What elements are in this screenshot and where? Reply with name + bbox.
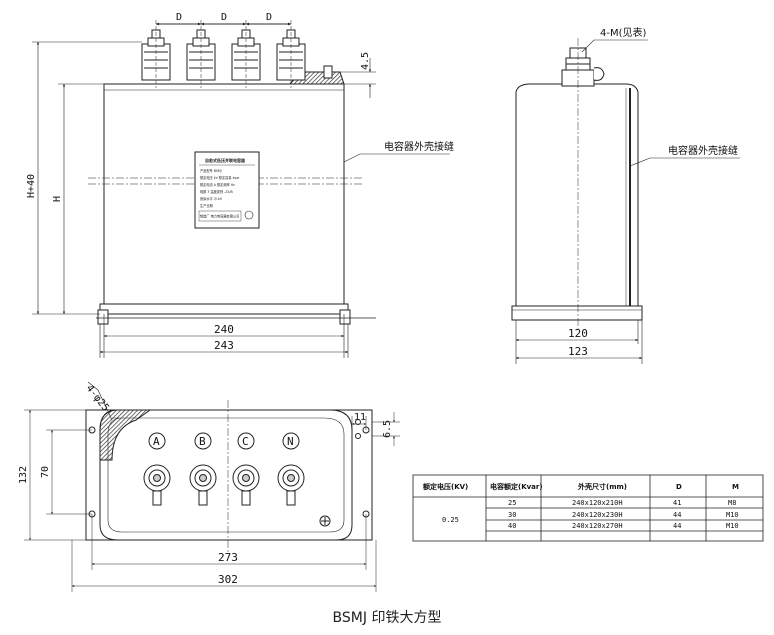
- table-row-2-d: 44: [673, 511, 681, 519]
- table-header-m: M: [732, 483, 739, 491]
- table-header-d: D: [676, 483, 682, 491]
- table-row-3-m: M10: [726, 522, 739, 530]
- nameplate-line-5: 绝缘水平 3/-kV: [200, 196, 223, 201]
- nameplate-line-3: 额定电流 A 额定频率 Hz: [200, 182, 235, 187]
- pitch-label-3: D: [266, 12, 272, 23]
- nameplate-line-7: 制造厂 电力电容器有限公司: [200, 214, 239, 219]
- front-terminal-3: [231, 20, 261, 88]
- front-width-inner-label: 240: [214, 323, 234, 336]
- certification-mark-icon: [244, 210, 254, 220]
- side-width-inner-label: 120: [568, 327, 588, 340]
- height-label: H: [52, 196, 63, 202]
- top-terminal-n: [277, 464, 305, 506]
- front-view: [32, 20, 450, 358]
- phase-label-a: A: [153, 435, 160, 448]
- phase-marker-a: [148, 432, 166, 450]
- front-ground-lug: [323, 65, 333, 79]
- phase-marker-b: [194, 432, 212, 450]
- table-row-1-capacity: 25: [508, 499, 516, 507]
- terminal-gap-label: 4.5: [360, 52, 371, 70]
- top-height-outer-label: 132: [18, 466, 29, 484]
- phase-label-n: N: [287, 435, 294, 448]
- front-seam-label: 电容器外壳接缝: [384, 140, 454, 153]
- table-row-3-capacity: 40: [508, 522, 516, 530]
- top-width-inner-label: 273: [218, 551, 238, 564]
- side-terminal-label: 4-M(见表): [600, 26, 647, 39]
- ground-symbol-icon: [319, 515, 331, 527]
- height-outer-label: H+40: [26, 174, 37, 198]
- top-view: [24, 381, 400, 592]
- table-row-1-m: M8: [728, 499, 736, 507]
- table-row-2-m: M10: [726, 511, 739, 519]
- table-row-1-d: 41: [673, 499, 681, 507]
- table-row-3-size: 240x120x270H: [572, 522, 623, 530]
- side-base-plate: [511, 305, 643, 321]
- top-terminal-a: [143, 464, 171, 506]
- spec-table: [412, 474, 764, 542]
- top-terminal-b: [189, 464, 217, 506]
- table-header-capacity: 电容额定(Kvar): [490, 482, 543, 491]
- top-height-inner-label: 70: [40, 466, 51, 478]
- side-width-outer-label: 123: [568, 345, 588, 358]
- nameplate-line-4: 相数 3 温度类别 -25/B: [200, 189, 233, 194]
- table-row-2-capacity: 30: [508, 511, 516, 519]
- phase-label-b: B: [199, 435, 206, 448]
- table-rated-voltage: 0.25: [442, 516, 459, 524]
- side-terminal: [561, 47, 605, 87]
- top-corner-hatch: [99, 409, 152, 461]
- top-width-outer-label: 302: [218, 573, 238, 586]
- phase-label-c: C: [242, 435, 249, 448]
- nameplate-line-1: 产品型号 BSMJ: [200, 168, 222, 173]
- side-seam-label: 电容器外壳接缝: [668, 144, 738, 157]
- nameplate: 自愈式低压并联电容器 产品型号 BSMJ 额定电压 kV 额定容量 kvar 额…: [194, 151, 260, 229]
- table-row-2-size: 240x120x230H: [572, 511, 623, 519]
- slot-depth-label: 6.5: [382, 420, 393, 438]
- pitch-label-1: D: [176, 12, 182, 23]
- slot-width-label: 11: [354, 412, 366, 423]
- side-capacitor-body: [515, 83, 639, 307]
- drawing-caption: BSMJ 印铁大方型: [332, 610, 442, 626]
- front-base-plate: [99, 303, 349, 315]
- phase-marker-n: [282, 432, 300, 450]
- table-row-3-d: 44: [673, 522, 681, 530]
- table-row-1-size: 240x120x210H: [572, 499, 623, 507]
- front-terminal-4: [276, 20, 306, 88]
- nameplate-line-6: 生产日期: [200, 203, 213, 208]
- front-terminal-2: [186, 20, 216, 88]
- nameplate-line-2: 额定电压 kV 额定容量 kvar: [200, 175, 240, 180]
- phase-marker-c: [237, 432, 255, 450]
- side-view: [511, 38, 740, 364]
- top-terminal-c: [232, 464, 260, 506]
- pitch-label-2: D: [221, 12, 227, 23]
- top-capacitor-body: [99, 409, 353, 541]
- table-header-voltage: 额定电压(KV): [422, 482, 468, 491]
- hole-label: 4-φ25: [84, 383, 111, 413]
- front-terminal-1: [141, 20, 171, 88]
- nameplate-title: 自愈式低压并联电容器: [205, 157, 246, 163]
- front-width-outer-label: 243: [214, 339, 234, 352]
- table-header-size: 外壳尺寸(mm): [578, 482, 627, 491]
